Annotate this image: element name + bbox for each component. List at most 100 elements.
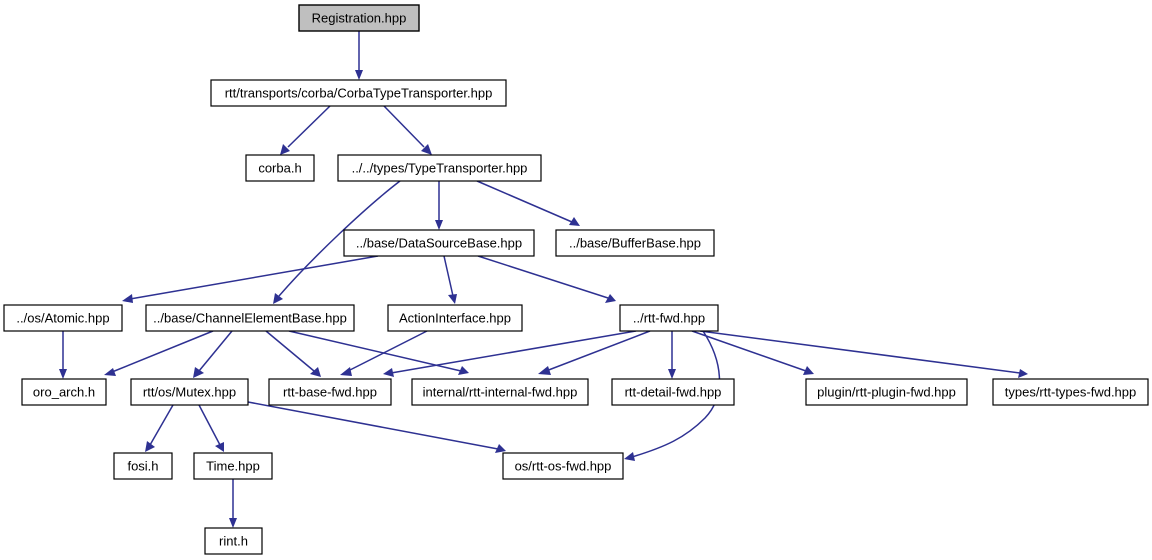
edge-line [247,401,499,450]
arrow-head-icon [215,442,224,452]
node-box[interactable] [337,154,542,182]
edge-actioninterface-to-rttbasefwd [340,330,428,376]
edge-line [265,330,315,372]
edge-line [383,105,425,148]
node-box[interactable] [113,452,173,480]
edge-registration-to-corbatypetrans [355,31,363,80]
arrow-head-icon [122,294,133,303]
node-box[interactable] [502,452,624,480]
arrow-head-icon [104,368,116,376]
node-box[interactable] [210,79,507,107]
node-box[interactable] [204,527,263,555]
arrow-head-icon [421,144,432,155]
graph-node-rttfwd[interactable]: ../rtt-fwd.hpp [619,304,719,332]
graph-node-rttpluginfwd[interactable]: plugin/rtt-plugin-fwd.hpp [805,378,968,406]
graph-node-registration[interactable]: Registration.hpp [298,4,420,32]
edge-line [390,330,637,374]
node-box[interactable] [298,4,420,32]
edge-mutex-to-time [198,404,224,452]
arrow-head-icon [229,518,237,528]
graph-node-rttdetailfwd[interactable]: rtt-detail-fwd.hpp [611,378,735,406]
graph-node-rttinternalfwd[interactable]: internal/rtt-internal-fwd.hpp [411,378,589,406]
edge-channelelement-to-oro_arch [104,330,214,376]
edge-rttfwd-to-rttbasefwd [383,330,637,377]
node-box[interactable] [992,378,1149,406]
node-box[interactable] [343,229,535,257]
graph-node-channelelement[interactable]: ../base/ChannelElementBase.hpp [145,304,355,332]
arrow-head-icon [435,220,443,230]
edge-line [288,330,462,372]
edge-typetransporter-to-bufferbase [476,180,580,226]
graph-node-datasourcebase[interactable]: ../base/DataSourceBase.hpp [343,229,535,257]
edge-time-to-rint [229,479,237,528]
graph-node-oro_arch[interactable]: oro_arch.h [21,378,107,406]
edge-corbatypetrans-to-corba_h [280,105,331,155]
graph-node-time[interactable]: Time.hpp [193,452,273,480]
graph-node-typetransporter[interactable]: ../../types/TypeTransporter.hpp [337,154,542,182]
edge-line [198,330,233,372]
edge-line [631,330,721,458]
edge-mutex-to-fosi [145,404,174,452]
graph-node-atomic[interactable]: ../os/Atomic.hpp [3,304,123,332]
graph-node-rttosfwd[interactable]: os/rtt-os-fwd.hpp [502,452,624,480]
edge-line [545,330,651,372]
graph-node-bufferbase[interactable]: ../base/BufferBase.hpp [555,229,715,257]
graph-node-mutex[interactable]: rtt/os/Mutex.hpp [130,378,249,406]
graph-node-corba_h[interactable]: corba.h [245,154,315,182]
arrow-head-icon [448,294,457,304]
edge-datasourcebase-to-actioninterface [443,255,457,304]
edge-line [198,404,221,446]
edge-mutex-to-rttosfwd [247,401,506,453]
graph-node-fosi[interactable]: fosi.h [113,452,173,480]
edge-line [111,330,214,373]
node-box[interactable] [805,378,968,406]
arrow-head-icon [495,444,506,453]
arrow-head-icon [273,293,283,304]
node-box[interactable] [245,154,315,182]
edge-rttfwd-to-rttdetailfwd [668,331,676,379]
graph-node-rttbasefwd[interactable]: rtt-base-fwd.hpp [268,378,392,406]
node-box[interactable] [193,452,273,480]
node-box[interactable] [411,378,589,406]
nodes-layer: Registration.hpp rtt/transports/corba/Cor… [3,4,1149,555]
arrow-head-icon [668,369,676,379]
arrow-head-icon [605,294,616,303]
arrow-head-icon [310,367,321,377]
arrow-head-icon [803,366,814,375]
graph-node-rint[interactable]: rint.h [204,527,263,555]
edge-line [149,404,174,446]
edge-datasourcebase-to-atomic [122,255,379,303]
edge-rttfwd-to-rttosfwd [624,330,721,461]
edge-line [691,330,807,372]
node-box[interactable] [611,378,735,406]
arrow-head-icon [280,144,290,155]
edge-line [476,180,573,223]
node-box[interactable] [268,378,392,406]
graph-node-actioninterface[interactable]: ActionInterface.hpp [387,304,523,332]
graph-node-corbatypetrans[interactable]: rtt/transports/corba/CorbaTypeTransporte… [210,79,507,107]
edge-line [477,255,609,299]
node-box[interactable] [21,378,107,406]
edge-datasourcebase-to-rttfwd [477,255,616,303]
arrow-head-icon [1018,369,1028,378]
edge-rttfwd-to-rttinternalfwd [538,330,651,375]
node-box[interactable] [130,378,249,406]
edge-line [278,180,401,297]
edge-typetransporter-to-channelelement [273,180,401,304]
edge-line [347,330,428,372]
edge-line [443,255,454,297]
arrow-head-icon [145,441,155,452]
graph-node-rtttypesfwd[interactable]: types/rtt-types-fwd.hpp [992,378,1149,406]
node-box[interactable] [145,304,355,332]
node-box[interactable] [619,304,719,332]
node-box[interactable] [387,304,523,332]
arrow-head-icon [624,452,635,461]
node-box[interactable] [555,229,715,257]
edge-atomic-to-oro_arch [59,331,67,379]
edge-channelelement-to-rttbasefwd [265,330,321,377]
node-box[interactable] [3,304,123,332]
edge-rttfwd-to-rttpluginfwd [691,330,814,375]
edge-typetransporter-to-datasourcebase [435,181,443,230]
